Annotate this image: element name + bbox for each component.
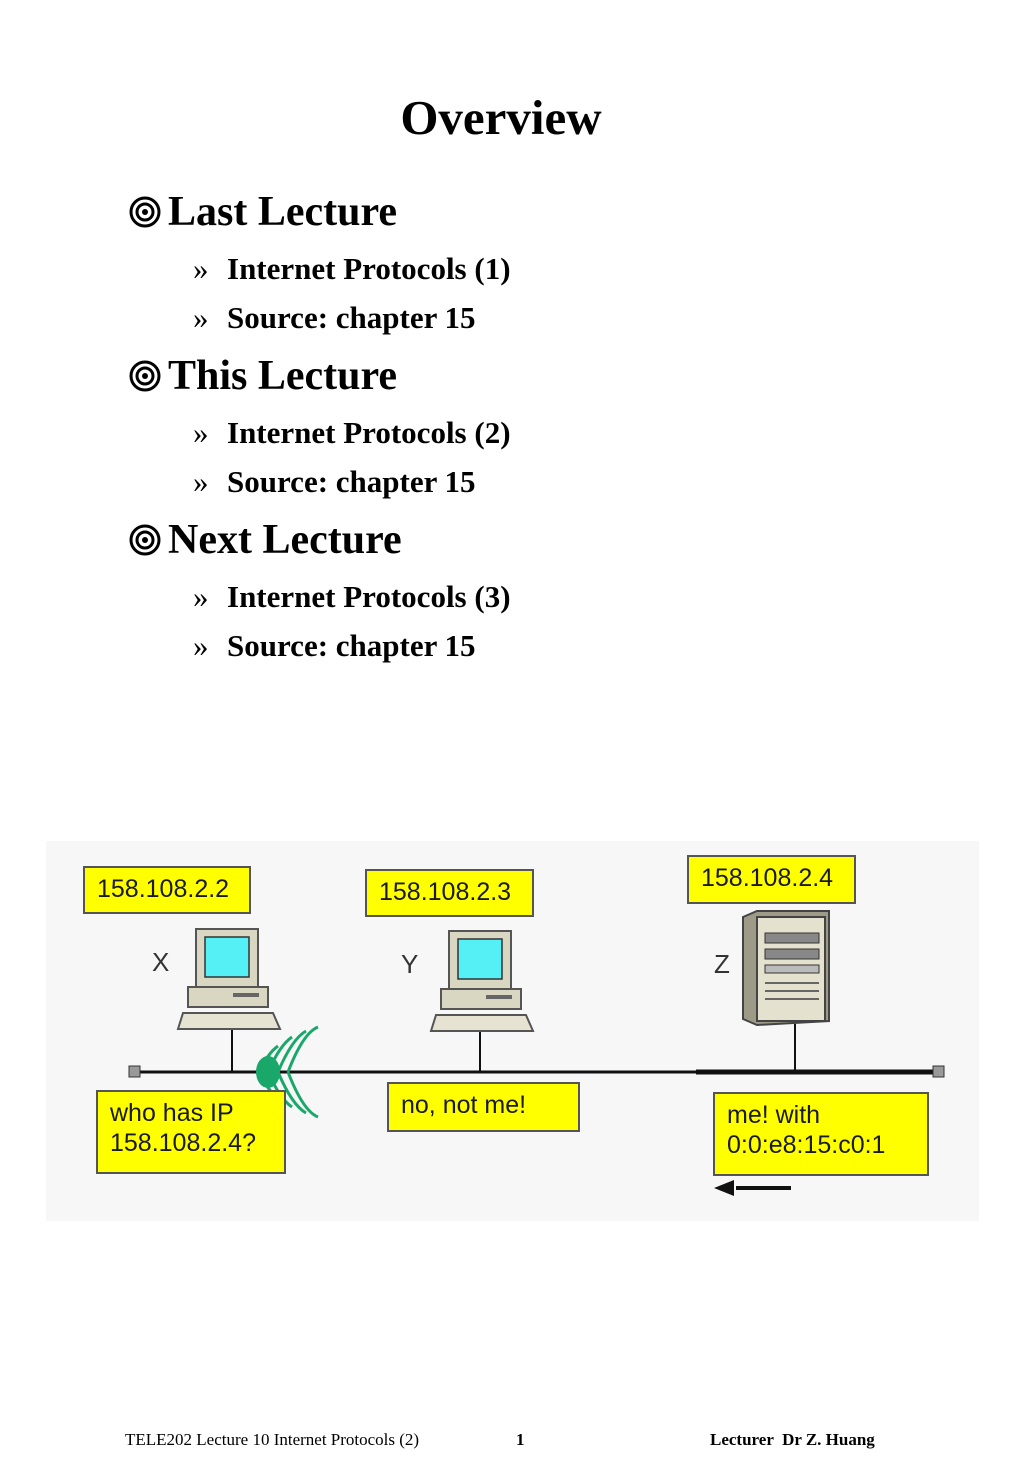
bullet: »: [193, 251, 209, 286]
network-bus: [128, 1065, 945, 1078]
section-heading: Last Lecture: [168, 189, 398, 235]
bullet: »: [193, 464, 209, 499]
network-drawing: [128, 910, 945, 1196]
arrow-left-icon: [714, 1180, 791, 1196]
host-label-y: Y: [401, 949, 419, 979]
footer-page-number: 1: [516, 1430, 525, 1449]
desktop-computer-icon: [176, 928, 282, 1030]
message-box-x: who has IP 158.108.2.4?: [96, 1090, 286, 1174]
list-item-text: Internet Protocols (1): [227, 251, 511, 286]
page-title: Overview: [400, 90, 602, 145]
section-last-lecture: Last Lecture » Internet Protocols (1) » …: [128, 186, 511, 342]
section-heading: This Lecture: [168, 353, 398, 399]
message-line: no, not me!: [401, 1091, 527, 1119]
bullet: »: [193, 628, 209, 663]
target-icon: [129, 360, 161, 392]
list-item: » Source: chapter 15: [193, 293, 511, 342]
host-label-z: Z: [714, 949, 730, 979]
section-heading: Next Lecture: [168, 517, 402, 563]
section-heading-row: This Lecture: [128, 350, 511, 402]
ip-address-box-x: 158.108.2.2: [83, 866, 251, 914]
message-box-z: me! with 0:0:e8:15:c0:1: [713, 1092, 929, 1176]
list-item-text: Source: chapter 15: [227, 628, 476, 663]
desktop-computer-icon: [429, 930, 535, 1032]
message-line: who has IP: [110, 1099, 234, 1127]
footer-lecturer: Lecturer Dr Z. Huang: [710, 1430, 875, 1449]
list-item: » Internet Protocols (1): [193, 244, 511, 293]
target-icon: [129, 524, 161, 556]
list-item: » Source: chapter 15: [193, 457, 511, 506]
bullet: »: [193, 579, 209, 614]
list-item-text: Source: chapter 15: [227, 464, 476, 499]
list-item: » Internet Protocols (3): [193, 572, 511, 621]
section-this-lecture: This Lecture » Internet Protocols (2) » …: [128, 350, 511, 506]
host-label-x: X: [152, 947, 170, 977]
target-icon: [129, 196, 161, 228]
message-box-y: no, not me!: [387, 1082, 580, 1132]
message-line: 158.108.2.4?: [110, 1129, 256, 1157]
list-item-text: Internet Protocols (3): [227, 579, 511, 614]
bullet: »: [193, 415, 209, 450]
message-line: me! with: [727, 1101, 821, 1129]
bullet: »: [193, 300, 209, 335]
list-item-text: Internet Protocols (2): [227, 415, 511, 450]
message-line: 0:0:e8:15:c0:1: [727, 1131, 886, 1159]
section-heading-row: Last Lecture: [128, 186, 511, 238]
ip-address-box-y: 158.108.2.3: [365, 869, 534, 917]
list-item: » Source: chapter 15: [193, 621, 511, 670]
footer-course: TELE202 Lecture 10 Internet Protocols (2…: [125, 1430, 420, 1449]
arp-diagram: 158.108.2.2 158.108.2.3 158.108.2.4 X Y …: [46, 841, 979, 1221]
list-item-text: Source: chapter 15: [227, 300, 476, 335]
server-icon: [742, 910, 830, 1027]
ip-address-box-z: 158.108.2.4: [687, 855, 856, 904]
section-next-lecture: Next Lecture » Internet Protocols (3) » …: [128, 514, 511, 670]
section-heading-row: Next Lecture: [128, 514, 511, 566]
list-item: » Internet Protocols (2): [193, 408, 511, 457]
